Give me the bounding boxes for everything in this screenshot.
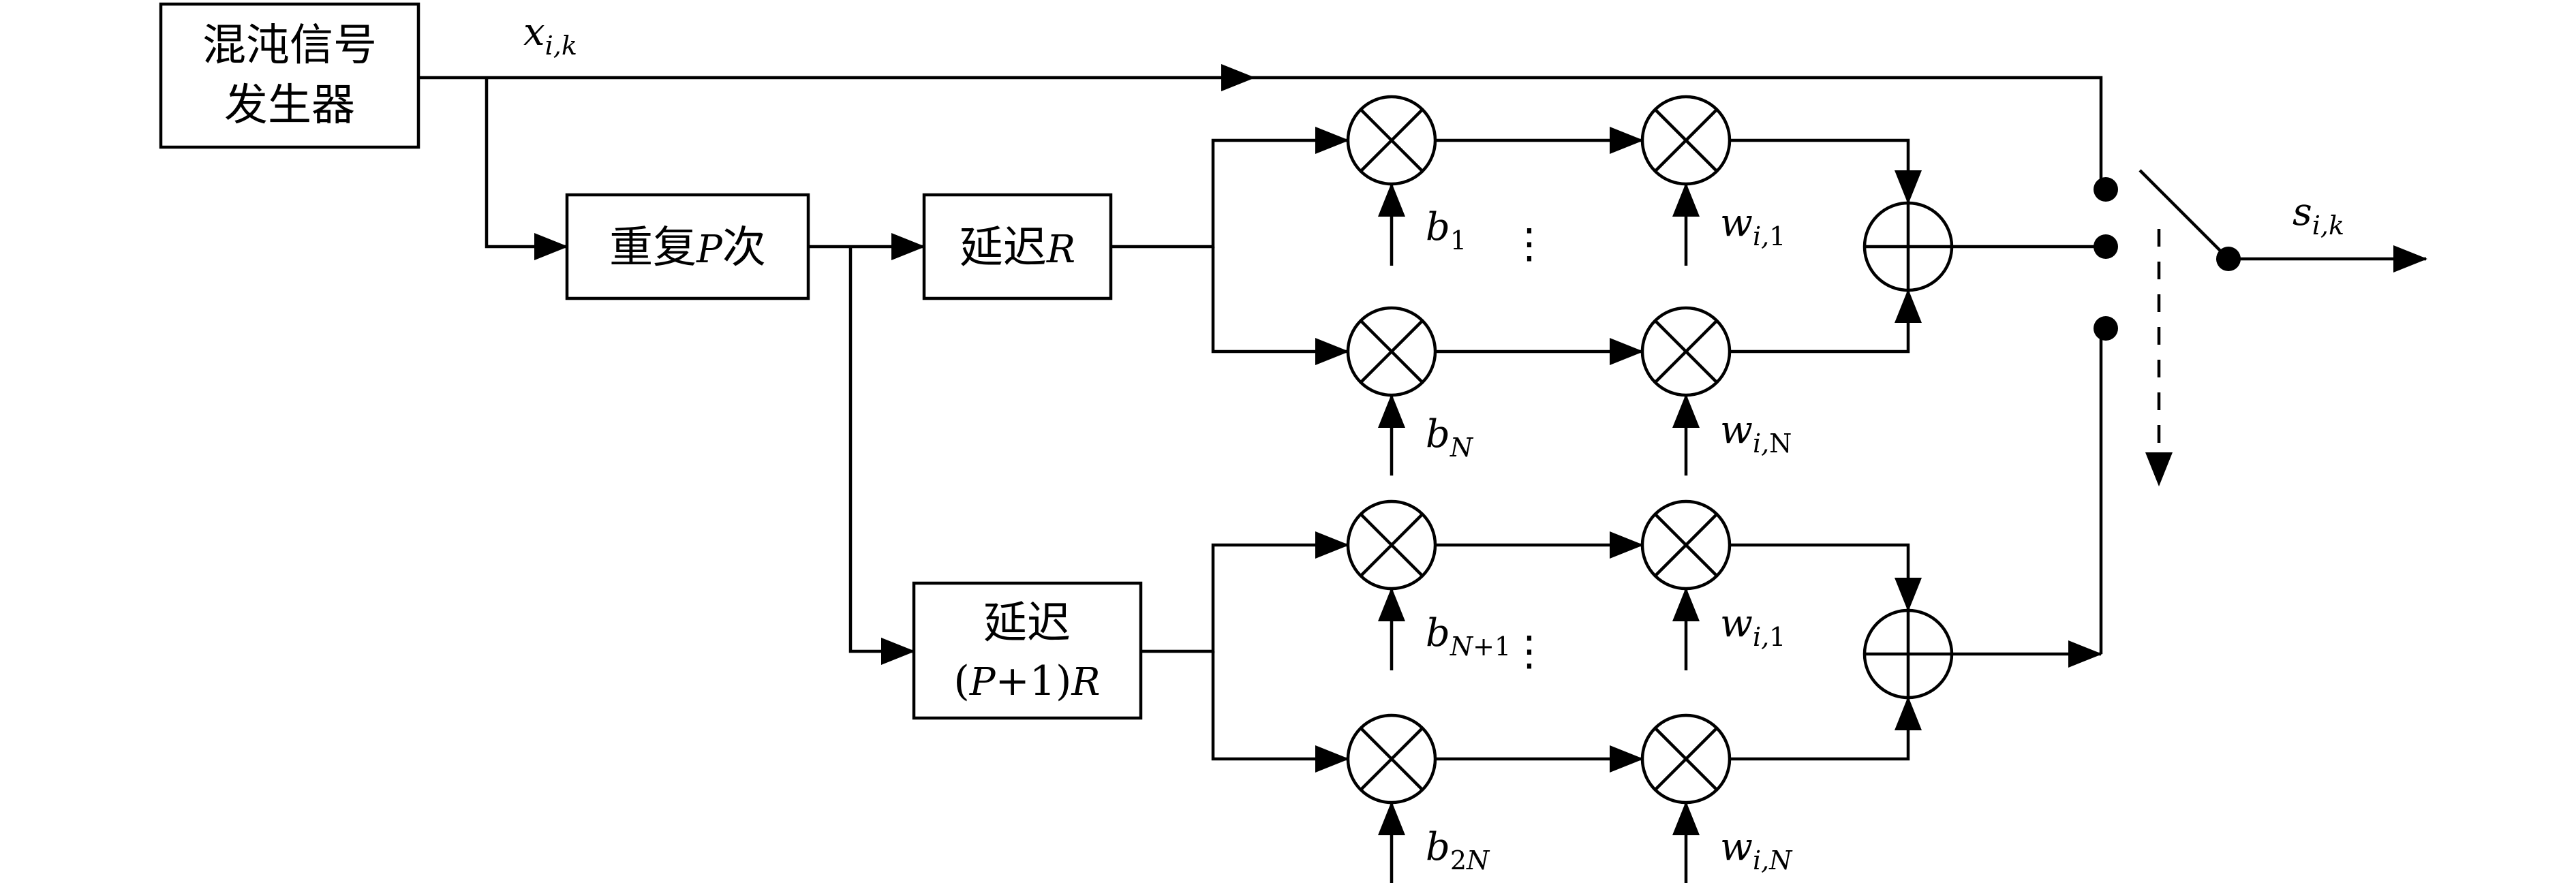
coef-w-iN-top-label: wi,N [1720, 408, 1792, 458]
coef-b1-label: b1 [1426, 205, 1467, 255]
multiplier-bN [1346, 306, 1437, 397]
coef-bN-label: bN [1426, 412, 1474, 463]
delay-r-block: 延迟R [922, 193, 1113, 300]
coef-b2N-label: b2N [1426, 825, 1490, 875]
chaos-generator-block: 混沌信号 发生器 [159, 2, 420, 149]
delay-p-plus-1-r-label-line1: 延迟 [983, 598, 1071, 649]
input-signal-label: xi,k [523, 10, 577, 61]
switch-pivot [2216, 247, 2241, 271]
multiplier-w-iN-top [1640, 306, 1732, 397]
multiplier-w-i1-top [1640, 95, 1732, 186]
switch-terminal-bottom [2094, 316, 2118, 341]
coef-w-iN-bottom-label: wi,N [1720, 825, 1793, 875]
delay-p-plus-1-r-label-line2: (P+1)R [953, 657, 1100, 705]
output-signal-label: si,k [2293, 190, 2344, 240]
multiplier-w-iN-bottom [1640, 713, 1732, 805]
adder-upper [1862, 201, 1954, 292]
switch-terminal-middle [2094, 234, 2118, 259]
adder-lower [1862, 608, 1954, 700]
coef-w-i1-bottom-label: wi,1 [1720, 602, 1785, 652]
chaos-generator-label-line2: 发生器 [224, 80, 355, 131]
multiplier-b2N [1346, 713, 1437, 805]
multiplier-b1 [1346, 95, 1437, 186]
connection-wires [418, 64, 2427, 883]
multiplier-w-i1-bottom [1640, 499, 1732, 591]
switch-terminal-top [2094, 177, 2118, 202]
ellipsis-lower: ⋮ [1509, 627, 1550, 675]
delay-r-label: 延迟R [960, 223, 1075, 273]
coef-w-i1-top-label: wi,1 [1720, 201, 1785, 251]
delay-p-plus-1-r-block: 延迟 (P+1)R [912, 581, 1143, 720]
multiplier-bN1 [1346, 499, 1437, 591]
repeat-p-block: 重复P次 [565, 193, 810, 300]
ellipsis-upper: ⋮ [1509, 220, 1550, 268]
coef-bN1-label: bN+1 [1426, 611, 1511, 662]
chaos-generator-label-line1: 混沌信号 [202, 20, 377, 71]
repeat-p-label: 重复P次 [609, 223, 766, 273]
